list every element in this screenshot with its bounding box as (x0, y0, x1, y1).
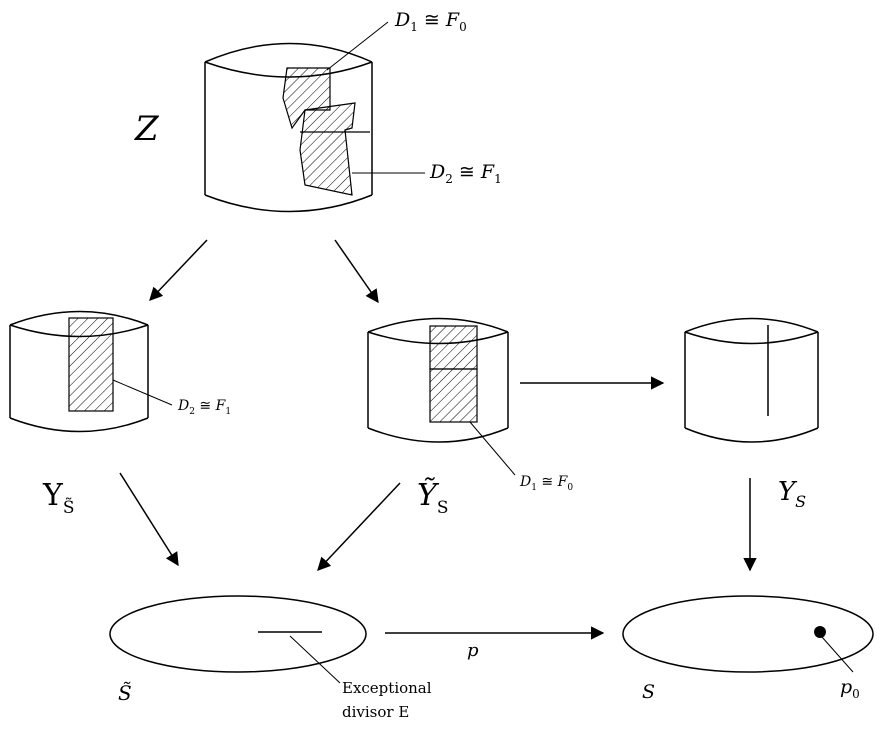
label-s-tilde: S̃ (118, 681, 132, 705)
surface-s-tilde (109, 595, 367, 673)
leader-ys-bar-d2 (112, 379, 173, 406)
cylinder-z (204, 42, 373, 213)
cylinder-y-s-tilde (367, 317, 509, 443)
label-z-d2: D2 ≅ F1 (429, 161, 502, 186)
point-p0 (814, 626, 826, 638)
cylinder-y-s (684, 317, 819, 443)
arrow-ys-bar-to-s-tilde (119, 472, 179, 567)
label-p0: p0 (840, 676, 860, 701)
label-exceptional-line2: divisor E (342, 703, 409, 721)
label-z-d1: D1 ≅ F0 (394, 9, 467, 34)
label-ys: YS (778, 477, 806, 511)
label-s: S (642, 681, 655, 703)
cylinder-y-s-bar (9, 310, 149, 433)
label-exceptional-line1: Exceptional (342, 679, 432, 697)
label-ys-tilde: ỸS (417, 477, 448, 518)
surface-s (622, 595, 874, 673)
divisor-d2-ys-bar (68, 317, 114, 412)
label-ys-bar: YS̃ (42, 478, 74, 518)
leader-exceptional (289, 635, 341, 684)
divisor-d1-ys-tilde (429, 368, 478, 423)
leader-z-d1 (326, 21, 389, 71)
arrow-ys-tilde-to-s-tilde (317, 482, 401, 571)
label-z: Z (134, 109, 160, 149)
divisor-d2-z (299, 102, 370, 196)
leader-p0 (821, 636, 854, 673)
label-ys-bar-d2: D2 ≅ F1 (177, 398, 231, 417)
label-ys-tilde-d1: D1 ≅ F0 (519, 474, 573, 493)
arrow-z-to-ys-tilde (334, 239, 379, 304)
arrow-z-to-ys-bar (149, 239, 208, 301)
leader-ys-tilde-d1 (469, 421, 516, 476)
divisor-d2-ys-tilde (429, 325, 478, 370)
label-p: p (467, 640, 479, 661)
